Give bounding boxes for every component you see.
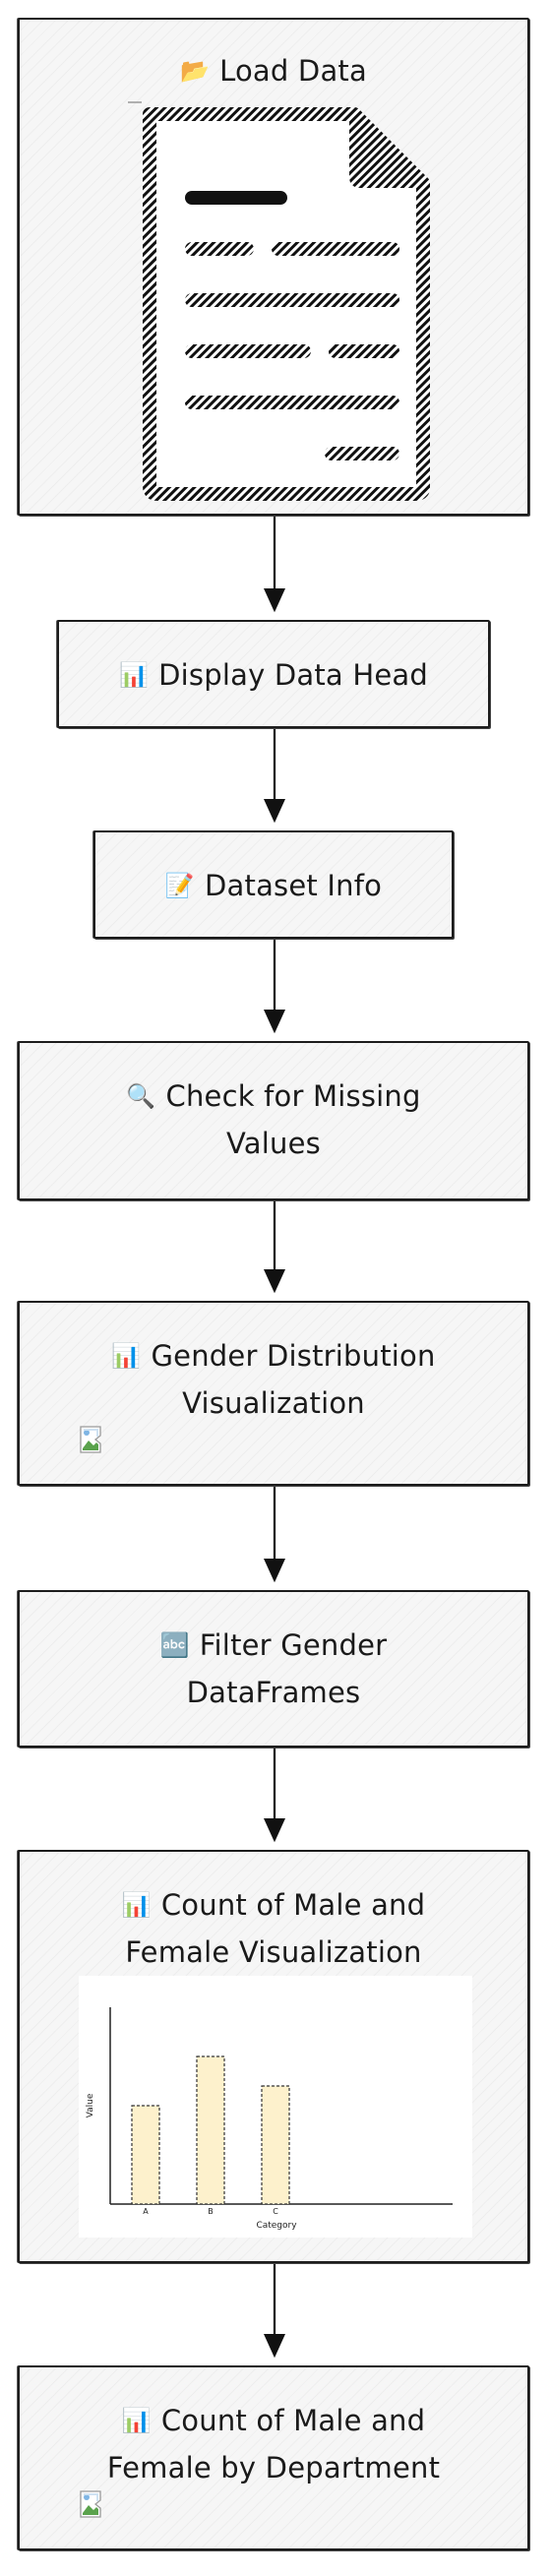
bar-chart-icon: 📊 — [111, 1342, 142, 1370]
document-icon — [128, 101, 430, 501]
node-load-data: 📂Load Data — [18, 18, 529, 516]
bar-chart-icon: 📊 — [121, 1891, 152, 1919]
broken-image-icon — [80, 2490, 101, 2518]
node-label-line-2: DataFrames — [186, 1676, 361, 1709]
x-tick-label: A — [143, 2207, 149, 2216]
bar-A — [131, 2105, 160, 2205]
node-label-line-2: Visualization — [182, 1386, 365, 1420]
node-display-data-head: 📊Display Data Head — [57, 620, 490, 728]
bar-B — [196, 2055, 225, 2205]
magnifier-icon: 🔍 — [126, 1082, 156, 1110]
node-count-male-female: 📊Count of Male and Female Visualization … — [18, 1850, 529, 2263]
abc-input-icon: 🔤 — [159, 1631, 190, 1659]
memo-icon: 📝 — [164, 872, 195, 899]
node-label-line-1: 📊Count of Male and — [121, 1888, 426, 1922]
bar-chart: Value Category A B C — [79, 1976, 472, 2238]
folder-icon: 📂 — [180, 57, 211, 85]
x-tick-label: C — [273, 2207, 278, 2216]
node-label: 📝Dataset Info — [164, 869, 383, 902]
bar-chart-icon: 📊 — [121, 2407, 152, 2434]
bar-C — [261, 2085, 290, 2205]
node-dataset-info: 📝Dataset Info — [93, 830, 454, 939]
node-count-by-department: 📊Count of Male and Female by Department — [18, 2365, 529, 2550]
bar-chart-icon: 📊 — [119, 661, 150, 689]
node-gender-distribution: 📊Gender Distribution Visualization — [18, 1301, 529, 1486]
node-label-line-2: Values — [226, 1127, 321, 1160]
node-label-line-2: Female Visualization — [125, 1935, 422, 1969]
x-axis-label: Category — [256, 2221, 297, 2231]
broken-image-icon — [80, 1426, 101, 1453]
node-label-line-1: 📊Count of Male and — [121, 2404, 426, 2437]
node-label: 📊Display Data Head — [119, 658, 428, 692]
node-label-line-1: 🔍Check for Missing — [126, 1079, 421, 1113]
node-label-line-1: 🔤Filter Gender — [159, 1628, 388, 1662]
node-label: 📂Load Data — [180, 54, 367, 88]
node-filter-gender: 🔤Filter Gender DataFrames — [18, 1590, 529, 1748]
x-tick-label: B — [208, 2207, 214, 2216]
node-check-missing-values: 🔍Check for Missing Values — [18, 1041, 529, 1200]
node-label-line-1: 📊Gender Distribution — [111, 1339, 436, 1373]
node-label-line-2: Female by Department — [106, 2451, 441, 2484]
y-axis-label: Value — [86, 2093, 95, 2117]
